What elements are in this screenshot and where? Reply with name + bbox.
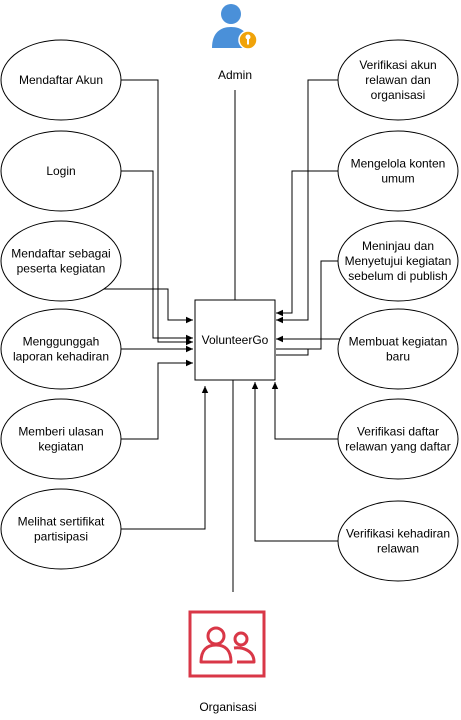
edge-system-meninjau [276,349,309,356]
edge-verifikasi-kehadiran [251,382,343,542]
process-label-line: sebelum di publish [348,269,447,283]
process-label-line: laporan kehadiran [13,350,109,364]
process-label-line: baru [386,350,410,364]
process-label-line: kegiatan [38,440,83,454]
process-label-line: Menggunggah [23,335,100,349]
process-label-line: Verifikasi kehadiran [346,527,450,541]
process-label-line: Menyetujui kegiatan [345,254,452,268]
process-label-line: relawan [377,542,419,556]
process-login[interactable]: Login [0,130,122,212]
edge-login [120,170,193,342]
process-label-line: organisasi [371,88,426,102]
process-label-line: Verifikasi daftar [357,425,439,439]
edge-melihat-sertifikat [120,386,209,530]
edge-meninjau-kegiatan [276,260,343,350]
edge-mendaftar-akun [120,79,193,346]
organisasi-actor[interactable]: Organisasi [188,610,266,714]
process-label-line: Verifikasi akun [359,58,436,72]
edge-mengelola-konten [276,170,343,317]
process-label-line: relawan dan [365,73,430,87]
process-label-line: Memberi ulasan [18,425,103,439]
admin-actor[interactable]: Admin [212,4,258,82]
admin-user-icon [212,4,258,50]
process-oval [0,398,122,480]
process-label-line: Mengelola konten [351,157,446,171]
system-label: VolunteerGo [202,333,269,347]
process-oval [0,130,122,212]
process-oval [0,308,122,390]
process-oval [337,398,459,480]
process-oval [337,130,459,212]
process-oval [337,500,459,582]
organization-group-icon [188,610,266,678]
edge-mendaftar-peserta [104,288,193,324]
process-label-line: Meninjau dan [362,239,434,253]
process-label-line: Melihat sertifikat [18,515,105,529]
process-label-line: relawan yang daftar [345,440,450,454]
process-oval [0,39,122,121]
process-label-line: Mendaftar sebagai [11,247,110,261]
process-label-line: Login [46,164,75,178]
process-label-line: Membuat kegiatan [349,335,448,349]
system-process[interactable]: VolunteerGo [194,299,276,381]
process-oval [337,220,459,302]
process-mendaftar-akun[interactable]: Mendaftar Akun [0,39,122,121]
process-oval [0,220,122,302]
edge-verifikasi-akun [276,79,343,324]
edge-verifikasi-daftar [271,382,343,440]
organisasi-label: Organisasi [199,700,256,714]
process-label-line: partisipasi [34,530,88,544]
admin-label: Admin [218,68,252,82]
process-label-line: umum [381,172,414,186]
process-oval [337,308,459,390]
process-oval [337,39,459,121]
process-label-line: peserta kegiatan [17,262,106,276]
edge-memberi-ulasan [120,359,193,440]
process-label-line: Mendaftar Akun [19,73,103,87]
process-oval [0,488,122,570]
